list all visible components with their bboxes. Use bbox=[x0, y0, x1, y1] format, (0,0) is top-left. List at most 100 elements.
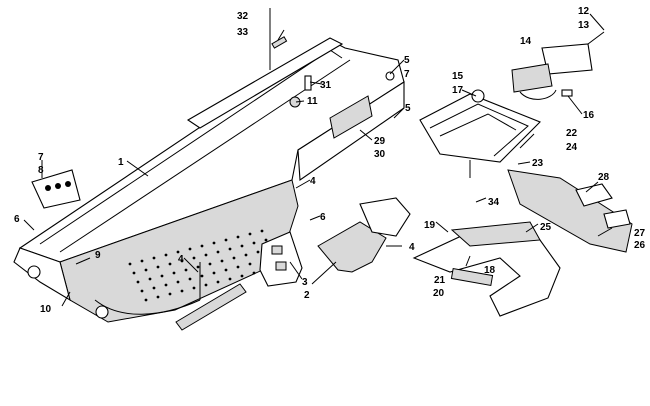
vent-hole bbox=[140, 259, 144, 263]
fastener-group bbox=[289, 71, 395, 108]
vent-hole bbox=[204, 283, 208, 287]
vent-hole bbox=[244, 253, 248, 257]
vent-hole bbox=[200, 244, 204, 248]
top-rail-trim bbox=[186, 8, 344, 129]
vent-hole bbox=[252, 271, 256, 275]
vent-hole bbox=[236, 265, 240, 269]
cargo-rack bbox=[419, 89, 541, 178]
vent-hole bbox=[240, 274, 244, 278]
rear-bumper bbox=[412, 221, 561, 317]
callout-8: 8 bbox=[38, 165, 44, 176]
callout-6b: 6 bbox=[14, 214, 20, 225]
callout-4b: 4 bbox=[409, 242, 415, 253]
callout-33: 33 bbox=[237, 27, 249, 38]
vent-hole bbox=[228, 277, 232, 281]
vent-hole bbox=[180, 259, 184, 263]
vent-hole bbox=[156, 295, 160, 299]
vent-hole bbox=[156, 265, 160, 269]
vent-hole bbox=[264, 238, 268, 242]
tunnel-assembly bbox=[13, 39, 405, 323]
callout-4c: 4 bbox=[178, 254, 184, 265]
callout-7b: 7 bbox=[38, 152, 44, 163]
callout-12: 12 bbox=[578, 6, 590, 17]
vent-hole bbox=[176, 280, 180, 284]
vent-hole bbox=[128, 262, 132, 266]
callout-15: 15 bbox=[452, 71, 464, 82]
callout-13: 13 bbox=[578, 20, 590, 31]
vent-hole bbox=[148, 277, 152, 281]
vent-hole bbox=[144, 298, 148, 302]
vent-hole bbox=[164, 253, 168, 257]
callout-30: 30 bbox=[374, 149, 386, 160]
callout-11: 11 bbox=[307, 96, 318, 107]
callout-22: 22 bbox=[566, 128, 578, 139]
callout-16: 16 bbox=[583, 110, 595, 121]
vent-hole bbox=[136, 280, 140, 284]
callout-19: 19 bbox=[424, 220, 436, 231]
callout-23: 23 bbox=[532, 158, 544, 169]
vent-hole bbox=[240, 244, 244, 248]
callout-24: 24 bbox=[566, 142, 578, 153]
callout-20: 20 bbox=[433, 288, 445, 299]
vent-hole bbox=[224, 268, 228, 272]
vent-hole bbox=[216, 250, 220, 254]
leader-lines bbox=[23, 13, 613, 307]
callout-2: 2 bbox=[304, 290, 310, 301]
callout-25: 25 bbox=[540, 222, 552, 233]
track-clip-strip bbox=[175, 262, 247, 331]
callout-29: 29 bbox=[374, 136, 386, 147]
vent-hole bbox=[208, 262, 212, 266]
callout-28: 28 bbox=[598, 172, 610, 183]
vent-hole bbox=[132, 271, 136, 275]
vent-hole bbox=[236, 235, 240, 239]
callout-7a: 7 bbox=[404, 69, 410, 80]
vent-hole bbox=[192, 256, 196, 260]
vent-hole bbox=[168, 292, 172, 296]
vent-hole bbox=[184, 268, 188, 272]
mount-bracket bbox=[259, 231, 303, 287]
callout-10: 10 bbox=[40, 304, 52, 315]
vent-hole bbox=[248, 262, 252, 266]
callout-14: 14 bbox=[520, 36, 532, 47]
callout-21: 21 bbox=[434, 275, 446, 286]
vent-hole bbox=[252, 241, 256, 245]
callout-1: 1 bbox=[118, 157, 124, 168]
vent-hole bbox=[180, 289, 184, 293]
vent-hole bbox=[260, 229, 264, 233]
callout-5a: 5 bbox=[404, 55, 410, 66]
vent-hole bbox=[212, 241, 216, 245]
vent-hole bbox=[248, 232, 252, 236]
callout-3: 3 bbox=[302, 277, 308, 288]
vent-hole bbox=[224, 238, 228, 242]
callout-26: 26 bbox=[634, 240, 646, 251]
vent-hole bbox=[192, 286, 196, 290]
tail-light-assembly bbox=[511, 31, 605, 100]
vent-hole bbox=[144, 268, 148, 272]
vent-hole bbox=[204, 253, 208, 257]
vent-hole bbox=[196, 265, 200, 269]
callout-9: 9 bbox=[95, 250, 101, 261]
vent-hole bbox=[220, 259, 224, 263]
callout-4a: 4 bbox=[310, 176, 316, 187]
callout-5b: 5 bbox=[405, 103, 411, 114]
vent-hole bbox=[160, 274, 164, 278]
vent-hole bbox=[188, 247, 192, 251]
callout-34: 34 bbox=[488, 197, 500, 208]
callout-17: 17 bbox=[452, 85, 464, 96]
vent-hole bbox=[212, 271, 216, 275]
vent-hole bbox=[256, 250, 260, 254]
callout-32: 32 bbox=[237, 11, 249, 22]
grab-handle-part bbox=[31, 160, 81, 209]
vent-hole bbox=[188, 277, 192, 281]
vent-hole bbox=[200, 274, 204, 278]
vent-hole bbox=[232, 256, 236, 260]
vent-hole bbox=[140, 289, 144, 293]
callout-31: 31 bbox=[320, 80, 332, 91]
mount-plate bbox=[317, 197, 411, 273]
callout-18: 18 bbox=[484, 265, 496, 276]
callout-labels: 1 2 3 4 4 4 5 5 6 6 7 7 8 9 10 11 12 13 … bbox=[14, 6, 646, 315]
vent-hole bbox=[164, 283, 168, 287]
vent-hole bbox=[152, 286, 156, 290]
